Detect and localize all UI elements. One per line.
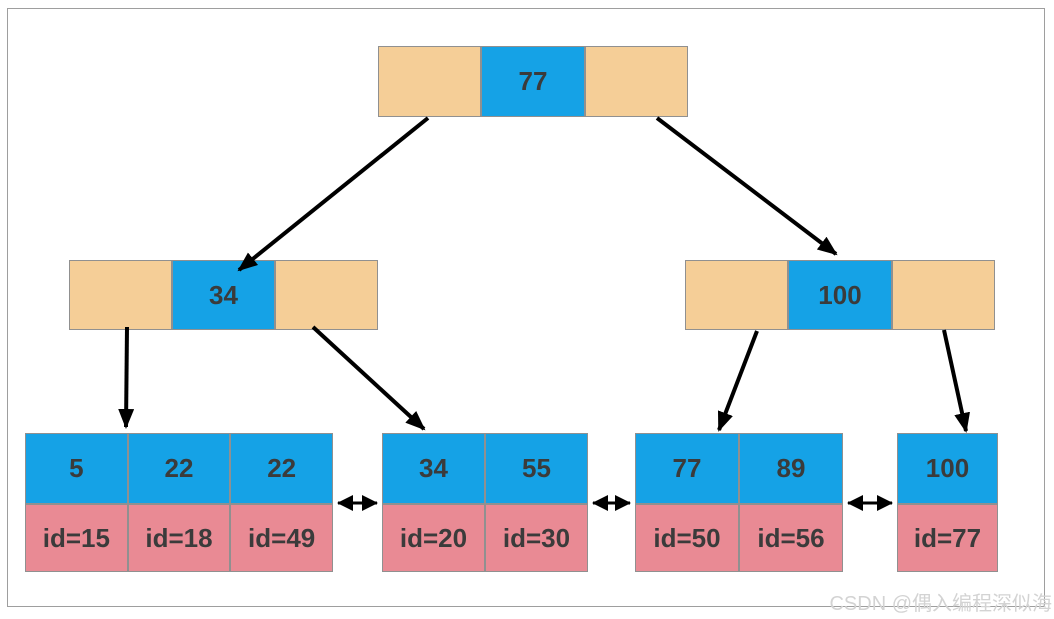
- leaf-id-cell: id=49: [230, 504, 333, 572]
- root-pointer-right-cell: [584, 46, 688, 117]
- leaf-key-cell: 22: [230, 433, 333, 504]
- leaf-node-4: 100 id=77: [897, 433, 998, 572]
- leaf-id-cell: id=30: [485, 504, 588, 572]
- csdn-watermark: CSDN @偶入编程深似海: [829, 593, 1052, 615]
- internal-node-100: 100: [685, 260, 995, 330]
- root-node: 77: [378, 46, 688, 117]
- leaf-key-cell: 89: [739, 433, 843, 504]
- leaf-id-cell: id=56: [739, 504, 843, 572]
- node-34-pointer-left-cell: [69, 260, 172, 330]
- leaf-node-1: 5 22 22 id=15 id=18 id=49: [25, 433, 333, 572]
- node-34-pointer-right-cell: [275, 260, 378, 330]
- internal-node-34: 34: [69, 260, 378, 330]
- leaf-node-3: 77 89 id=50 id=56: [635, 433, 843, 572]
- leaf-node-2: 34 55 id=20 id=30: [382, 433, 588, 572]
- leaf-key-cell: 100: [897, 433, 998, 504]
- leaf-key-cell: 77: [635, 433, 739, 504]
- diagram-frame: [7, 8, 1045, 607]
- root-pointer-left-cell: [378, 46, 482, 117]
- leaf-id-cell: id=15: [25, 504, 128, 572]
- leaf-id-cell: id=50: [635, 504, 739, 572]
- node-34-key-cell: 34: [172, 260, 275, 330]
- node-100-key-cell: 100: [788, 260, 892, 330]
- leaf-id-cell: id=18: [127, 504, 231, 572]
- leaf-id-cell: id=20: [382, 504, 485, 572]
- root-key-cell: 77: [481, 46, 585, 117]
- leaf-key-cell: 34: [382, 433, 485, 504]
- leaf-key-cell: 55: [485, 433, 588, 504]
- leaf-key-cell: 22: [127, 433, 231, 504]
- node-100-pointer-right-cell: [891, 260, 995, 330]
- node-100-pointer-left-cell: [685, 260, 789, 330]
- leaf-key-cell: 5: [25, 433, 128, 504]
- leaf-id-cell: id=77: [897, 504, 998, 572]
